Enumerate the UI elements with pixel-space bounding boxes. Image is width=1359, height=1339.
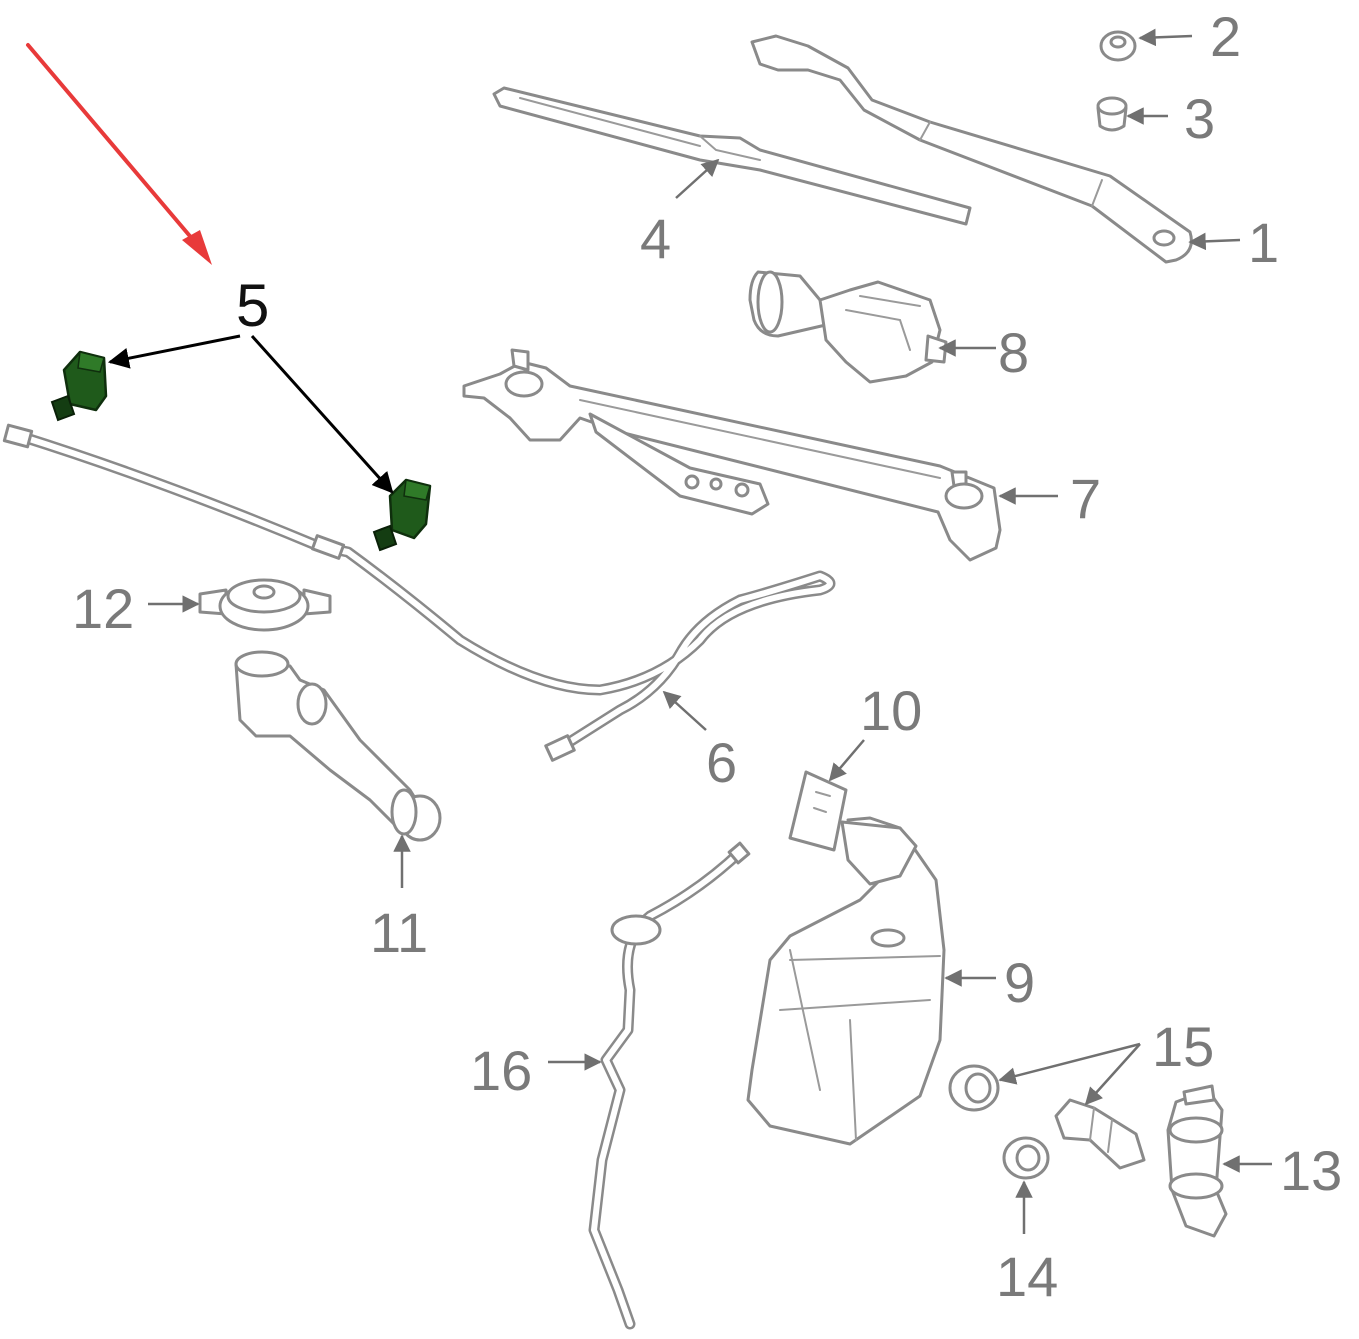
leader-1 — [1188, 232, 1241, 251]
callout-8: 8 — [998, 321, 1029, 384]
callout-labels: 2 3 1 4 5 8 7 12 10 6 11 9 15 16 13 14 — [72, 5, 1342, 1308]
callout-2: 2 — [1210, 5, 1241, 68]
callout-9: 9 — [1004, 951, 1035, 1014]
leader-lines — [148, 28, 1272, 1234]
callout-15: 15 — [1152, 1015, 1214, 1078]
callout-6: 6 — [706, 731, 737, 794]
leader-10 — [828, 739, 865, 782]
callout-1: 1 — [1248, 211, 1279, 274]
callout-3: 3 — [1184, 87, 1215, 150]
callout-7: 7 — [1070, 467, 1101, 530]
leader-5-left — [107, 334, 241, 369]
part-12-reservoir-cap — [198, 578, 332, 632]
leader-15-a — [998, 1042, 1141, 1085]
red-pointer-arrow — [26, 43, 212, 265]
part-10-seal — [788, 770, 848, 852]
part-6-washer-hose — [2, 423, 836, 762]
callout-16: 16 — [470, 1039, 532, 1102]
part-15-grommet — [948, 1064, 1000, 1112]
part-1-wiper-arm — [750, 34, 1193, 264]
part-8-wiper-motor — [748, 270, 948, 384]
callout-13: 13 — [1280, 1139, 1342, 1202]
part-5-washer-nozzle-left — [50, 350, 108, 422]
callout-11: 11 — [370, 901, 428, 964]
callout-14: 14 — [996, 1245, 1058, 1308]
leader-4 — [675, 158, 720, 199]
leader-lines-5 — [107, 334, 394, 494]
part-16-hose — [588, 841, 751, 1330]
part-5-washer-nozzle-right — [372, 478, 432, 552]
callout-4: 4 — [640, 207, 671, 270]
part-4-wiper-blade — [492, 86, 972, 226]
callout-5: 5 — [236, 272, 269, 339]
callout-12: 12 — [72, 577, 134, 640]
part-2-washer — [1099, 30, 1137, 62]
part-3-cap — [1096, 96, 1128, 132]
part-11-filler-neck — [234, 650, 442, 842]
part-9-washer-reservoir — [746, 816, 946, 1146]
part-7-wiper-linkage — [462, 348, 1002, 562]
callout-10: 10 — [860, 679, 922, 742]
part-14-grommet — [1002, 1136, 1050, 1180]
part-13-washer-pump — [1166, 1084, 1228, 1238]
leader-15-b — [1084, 1043, 1141, 1106]
part-15-pump-connector — [1054, 1098, 1146, 1170]
leader-5-right — [250, 334, 394, 494]
leader-6 — [662, 690, 707, 731]
leader-2 — [1138, 28, 1193, 47]
